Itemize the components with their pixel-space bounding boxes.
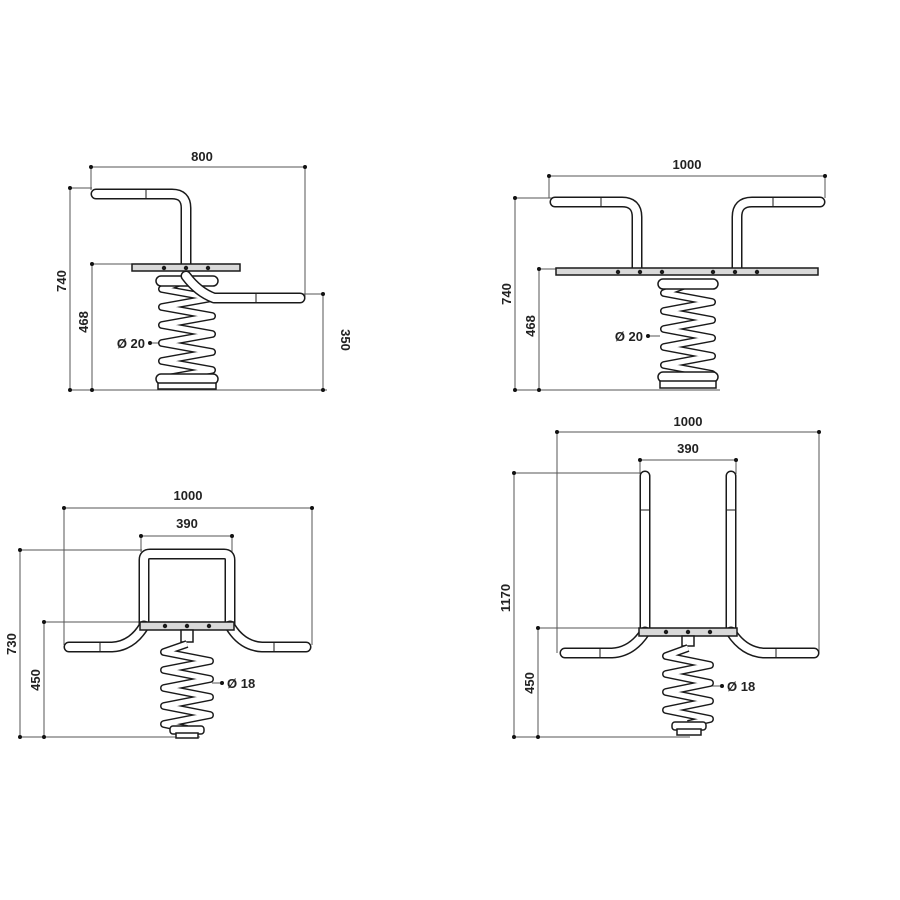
seat-height-label: 468 xyxy=(523,315,538,337)
spring-diameter-label: Ø 18 xyxy=(727,679,755,694)
seat-height-label: 450 xyxy=(522,672,537,694)
view-side: 800 740 468 350 Ø 20 xyxy=(54,149,353,392)
total-height-label: 1170 xyxy=(498,584,513,612)
view-double-front: 1000 390 1170 450 Ø 18 xyxy=(498,414,821,739)
view-front: 1000 740 468 Ø 20 xyxy=(499,157,827,392)
seat-plate xyxy=(555,267,819,276)
total-height-label: 740 xyxy=(54,270,69,292)
footrest-height-label: 350 xyxy=(338,329,353,351)
width-label: 800 xyxy=(191,149,213,164)
spring xyxy=(160,629,214,739)
width-label: 1000 xyxy=(174,488,203,503)
seat-height-label: 468 xyxy=(76,311,91,333)
inner-width-label: 390 xyxy=(677,441,699,456)
spring xyxy=(657,278,719,389)
spring-diameter-label: Ø 20 xyxy=(615,329,643,344)
total-height-label: 740 xyxy=(499,283,514,305)
spring xyxy=(662,635,714,736)
view-double-side: 1000 390 730 450 Ø 18 xyxy=(4,488,314,739)
dimension-lines xyxy=(68,165,327,392)
dimension-lines xyxy=(18,506,314,739)
inner-width-label: 390 xyxy=(176,516,198,531)
spring-diameter-label: Ø 18 xyxy=(227,676,255,691)
seat-height-label: 450 xyxy=(28,669,43,691)
dimension-lines xyxy=(512,430,821,739)
width-label: 1000 xyxy=(674,414,703,429)
width-label: 1000 xyxy=(673,157,702,172)
total-height-label: 730 xyxy=(4,633,19,655)
spring-diameter-label: Ø 20 xyxy=(117,336,145,351)
dimension-lines xyxy=(513,174,827,392)
